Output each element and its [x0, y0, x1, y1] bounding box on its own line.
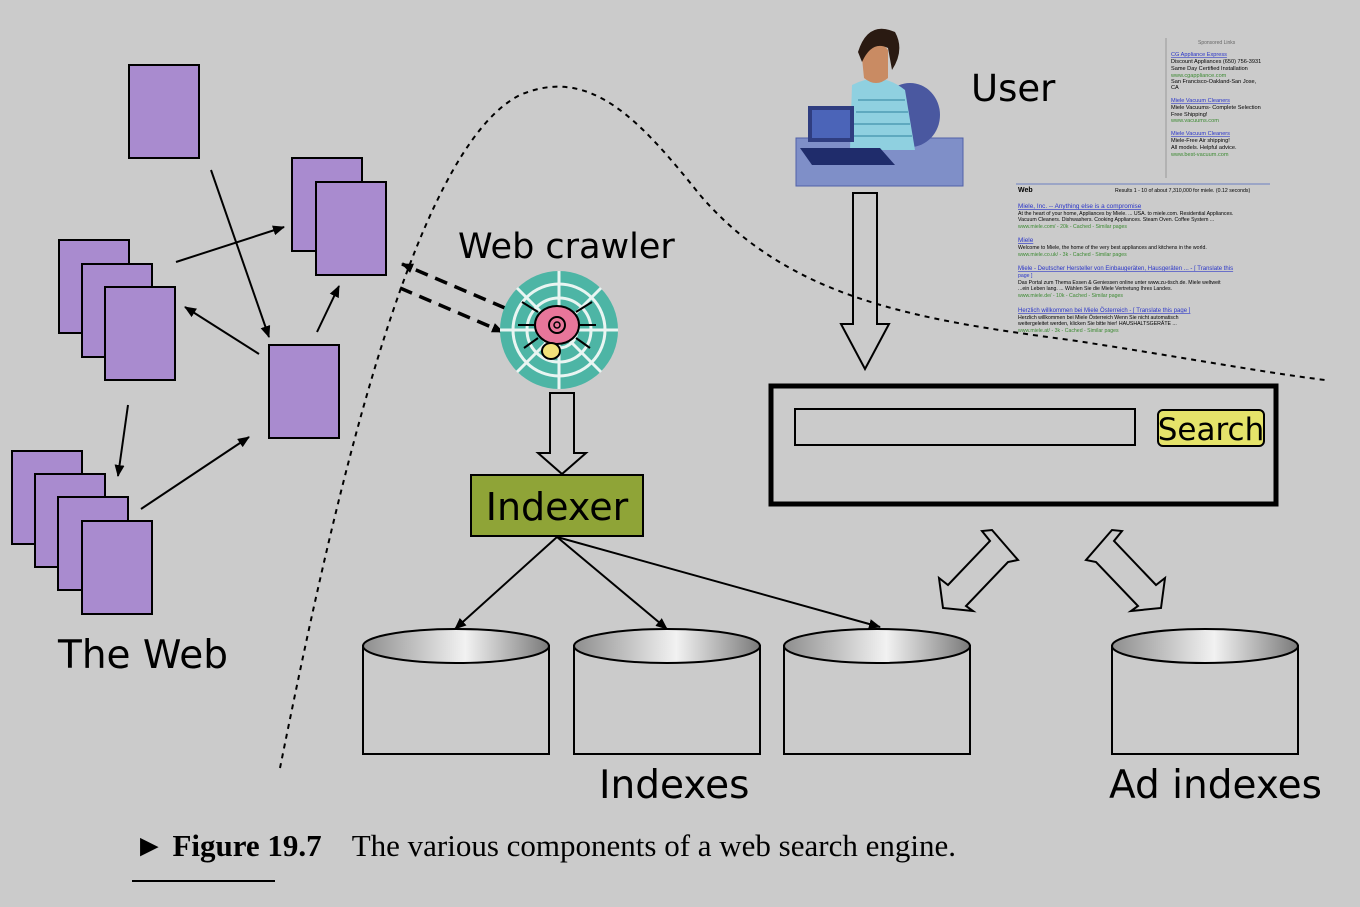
- result-title[interactable]: Miele: [1018, 237, 1034, 244]
- result-snippet: At the heart of your home, Appliances by…: [1018, 211, 1233, 217]
- link-arrow: [175, 225, 285, 263]
- result-title[interactable]: Miele, Inc. -- Anything else is a compro…: [1018, 203, 1142, 210]
- web-links: [114, 169, 340, 510]
- web-crawler-label: Web crawler: [458, 227, 675, 267]
- double-arrow-right: [1084, 528, 1167, 613]
- ad-title[interactable]: CG Appliance Express: [1171, 52, 1227, 58]
- web-page: [128, 64, 200, 159]
- web-page: [315, 181, 387, 276]
- indexer-links: [454, 536, 881, 630]
- web-pages: [11, 64, 387, 615]
- ad-line: All models. Helpful advice.: [1171, 145, 1237, 151]
- sponsored-ad[interactable]: CG Appliance Express Discount Appliances…: [1170, 52, 1261, 91]
- result-title[interactable]: Herzlich willkommen bei Miele Österreich…: [1018, 307, 1191, 314]
- index-disk: [783, 628, 971, 755]
- user-to-search-arrow: [839, 192, 891, 372]
- result-snippet: Das Portal zum Thema Essen & Geniessen o…: [1018, 280, 1221, 286]
- crawl-arrow-out: [401, 262, 506, 310]
- ad-line: San Francisco-Oakland-San Jose,: [1171, 79, 1257, 85]
- search-result[interactable]: Miele Welcome to Miele, the home of the …: [1018, 237, 1207, 258]
- result-title-cont[interactable]: page ]: [1018, 273, 1033, 279]
- ad-url: www.best-vacuum.com: [1170, 152, 1229, 158]
- result-title[interactable]: Miele - Deutscher Hersteller von Einbaug…: [1018, 266, 1233, 272]
- indexer-arrow: [556, 536, 881, 629]
- results-summary: Results 1 - 10 of about 7,310,000 for mi…: [1115, 188, 1251, 194]
- result-snippet: weitergeleitet werden, klicken Sie bitte…: [1018, 320, 1177, 327]
- result-snippet: Welcome to Miele, the home of the very b…: [1018, 245, 1207, 251]
- result-url: www.miele.com/ - 20k - Cached - Similar …: [1018, 224, 1127, 230]
- crawl-arrow-in: [399, 286, 504, 334]
- the-web-label: The Web: [57, 633, 228, 678]
- search-result[interactable]: Herzlich willkommen bei Miele Österreich…: [1018, 307, 1191, 334]
- result-snippet: Vacuum Cleaners. Dishwashers. Cooking Ap…: [1018, 217, 1214, 223]
- indexer-arrow: [454, 536, 558, 630]
- result-url: www.miele.at/ - 3k - Cached - Similar pa…: [1018, 328, 1119, 334]
- indexer-arrow: [556, 536, 668, 630]
- caption-text: The various components of a web search e…: [351, 828, 956, 863]
- search-button-label: Search: [1158, 412, 1265, 448]
- sponsored-ad[interactable]: Miele Vacuum Cleaners Miele Vacuums- Com…: [1170, 98, 1261, 124]
- divider-curve: [279, 85, 1326, 769]
- link-arrow: [316, 285, 340, 333]
- spider-web-icon: [500, 271, 618, 389]
- user-label: User: [971, 67, 1056, 110]
- crawler-to-indexer-arrow: [535, 392, 589, 476]
- ads-header: Sponsored Links: [1198, 40, 1236, 46]
- search-input[interactable]: [794, 408, 1136, 446]
- result-url: www.miele.de/ - 10k - Cached - Similar p…: [1018, 293, 1123, 299]
- link-arrow: [184, 306, 260, 355]
- link-arrow: [210, 169, 271, 338]
- ad-line: Discount Appliances (650) 756-3931: [1171, 59, 1261, 65]
- crawl-arrows: [399, 262, 506, 334]
- ad-index-disk: [1111, 628, 1299, 755]
- caption-rule: [132, 880, 275, 882]
- result-snippet: Herzlich willkommen bei Miele Österreich…: [1018, 314, 1179, 321]
- user-at-computer-icon: [795, 28, 964, 187]
- ad-line: Miele Vacuums- Complete Selection: [1171, 105, 1261, 111]
- ad-line: Free Shipping!: [1171, 112, 1208, 118]
- result-snippet: ...ein Leben lang. ... Wählen Sie die Mi…: [1018, 286, 1172, 292]
- ad-url: www.vacuums.com: [1170, 118, 1219, 124]
- ad-line: Miele-Free Air shipping!: [1171, 138, 1230, 144]
- double-arrow-left: [937, 528, 1020, 613]
- results-tab[interactable]: Web: [1018, 187, 1033, 194]
- indexer-box: [470, 474, 644, 537]
- figure-caption: ► Figure 19.7 The various components of a…: [134, 828, 956, 864]
- ad-line: CA: [1171, 85, 1179, 91]
- ad-title[interactable]: Miele Vacuum Cleaners: [1171, 98, 1230, 104]
- caption-marker: ►: [134, 828, 165, 863]
- web-page: [268, 344, 340, 439]
- ad-url: www.cgappliance.com: [1170, 73, 1227, 79]
- sponsored-ad[interactable]: Miele Vacuum Cleaners Miele-Free Air shi…: [1170, 131, 1237, 158]
- search-result[interactable]: Miele, Inc. -- Anything else is a compro…: [1018, 203, 1233, 230]
- result-url: www.miele.co.uk/ - 3k - Cached - Similar…: [1018, 252, 1127, 258]
- ad-line: Same Day Certified Installation: [1171, 66, 1248, 72]
- search-results-page: Sponsored Links CG Appliance Express Dis…: [1016, 38, 1270, 334]
- indexes-label: Indexes: [599, 763, 749, 808]
- web-page: [81, 520, 153, 615]
- indexer-label: Indexer: [486, 485, 629, 529]
- search-button[interactable]: Search: [1157, 409, 1265, 448]
- ad-title[interactable]: Miele Vacuum Cleaners: [1171, 131, 1230, 137]
- query-index-arrows: [937, 528, 1167, 613]
- link-arrow: [114, 404, 129, 477]
- link-arrow: [140, 436, 250, 510]
- web-page: [104, 286, 176, 381]
- figure-label: Figure 19.7: [172, 828, 322, 863]
- index-disk: [362, 628, 550, 755]
- ad-indexes-label: Ad indexes: [1109, 763, 1322, 808]
- search-result[interactable]: Miele - Deutscher Hersteller von Einbaug…: [1018, 266, 1233, 299]
- index-disk: [573, 628, 761, 755]
